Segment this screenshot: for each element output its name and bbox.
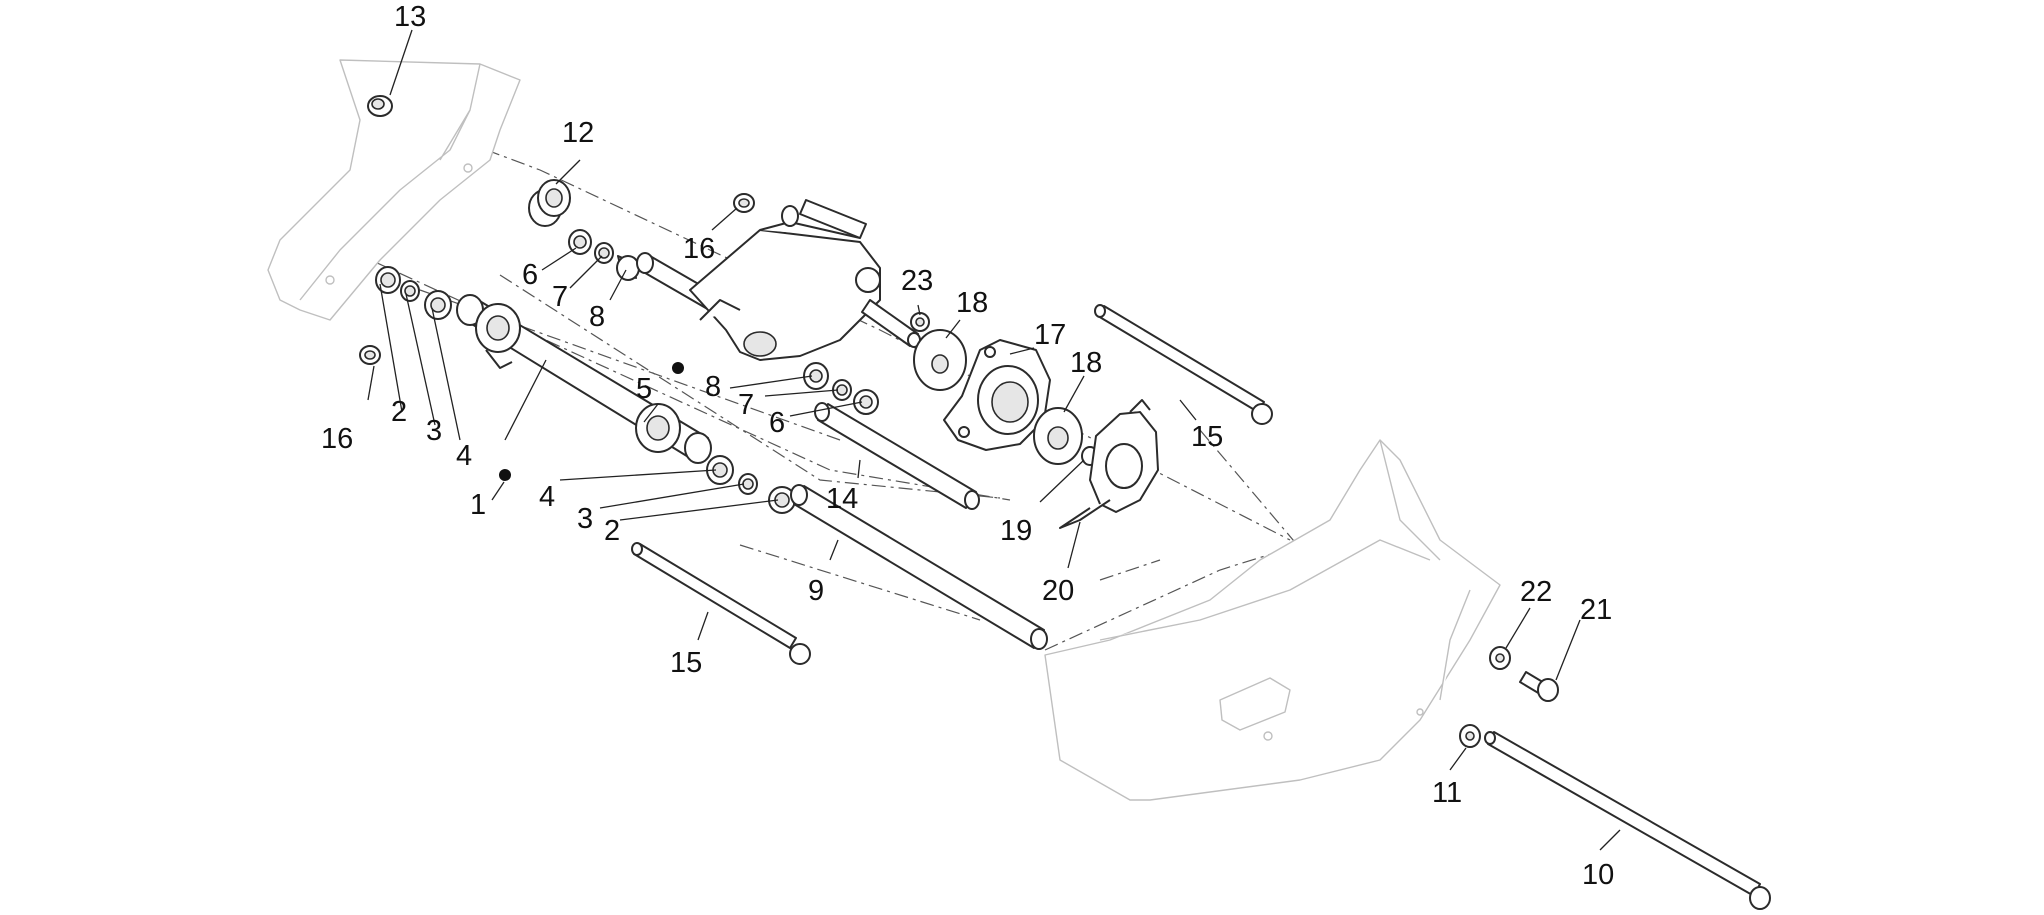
callout-3-right: 3 (577, 503, 593, 535)
callout-22: 22 (1520, 576, 1552, 608)
nut-16-upper (733, 193, 755, 213)
right-frame-section (1044, 439, 1501, 801)
callout-4-right: 4 (539, 481, 555, 513)
bushing-stack-mid (803, 362, 879, 415)
callout-4-left: 4 (456, 440, 472, 472)
upper-bushing-stack (568, 229, 640, 281)
bolt-15-upper (1094, 304, 1273, 425)
callout-2-left: 2 (391, 396, 407, 428)
silent-block-18-left (913, 329, 967, 391)
callout-8-lower: 8 (705, 371, 721, 403)
callout-15-upper: 15 (1191, 421, 1223, 453)
lower-bushing-stack-left (375, 266, 452, 320)
callout-18-upper: 18 (956, 287, 988, 319)
callout-11: 11 (1432, 777, 1462, 809)
grease-point-marker-upper (672, 362, 684, 374)
callout-20: 20 (1042, 575, 1074, 607)
washer-22 (1489, 646, 1511, 670)
callout-5: 5 (636, 373, 652, 405)
callout-12: 12 (562, 117, 594, 149)
callout-16-lower: 16 (321, 423, 353, 455)
swingarm-tube-1 (456, 294, 712, 464)
callout-6-upper: 6 (522, 259, 538, 291)
shaft-9 (790, 484, 1048, 650)
callout-9: 9 (808, 575, 824, 607)
bolt-21 (1519, 671, 1559, 702)
washer-11 (1459, 724, 1481, 748)
callout-7-upper: 7 (552, 281, 568, 313)
callout-19: 19 (1000, 515, 1032, 547)
callout-14: 14 (826, 483, 858, 515)
callout-labels: 13 12 16 6 7 8 23 18 17 18 15 16 2 3 4 5… (321, 1, 1614, 891)
silent-block-housing-17 (943, 339, 1051, 451)
callout-8-upper: 8 (589, 301, 605, 333)
callout-23: 23 (901, 265, 933, 297)
callout-17: 17 (1034, 319, 1066, 351)
callout-1: 1 (470, 489, 486, 521)
nut-16-lower (359, 345, 381, 365)
callout-16-upper: 16 (683, 233, 715, 265)
left-frame-bracket (267, 59, 521, 321)
bolt-15-lower (631, 542, 811, 665)
bearing-12 (528, 179, 571, 227)
callout-3-left: 3 (426, 415, 442, 447)
nut-13 (367, 95, 393, 117)
linkage-arm (636, 199, 921, 361)
callout-2-right: 2 (604, 515, 620, 547)
nut-23 (910, 312, 930, 332)
callout-15-lower: 15 (670, 647, 702, 679)
silent-block-18-right (1033, 407, 1083, 465)
callout-7-lower: 7 (738, 389, 754, 421)
callout-13: 13 (394, 1, 426, 33)
callout-10: 10 (1582, 859, 1614, 891)
bolt-10 (1484, 731, 1771, 910)
leader-lines (367, 29, 1621, 851)
callout-21: 21 (1580, 594, 1612, 626)
lower-bushing-stack-right (706, 455, 796, 514)
callout-6-lower: 6 (769, 407, 785, 439)
callout-18-lower: 18 (1070, 347, 1102, 379)
cover-20 (1059, 399, 1159, 529)
grease-point-marker-lower (499, 469, 511, 481)
